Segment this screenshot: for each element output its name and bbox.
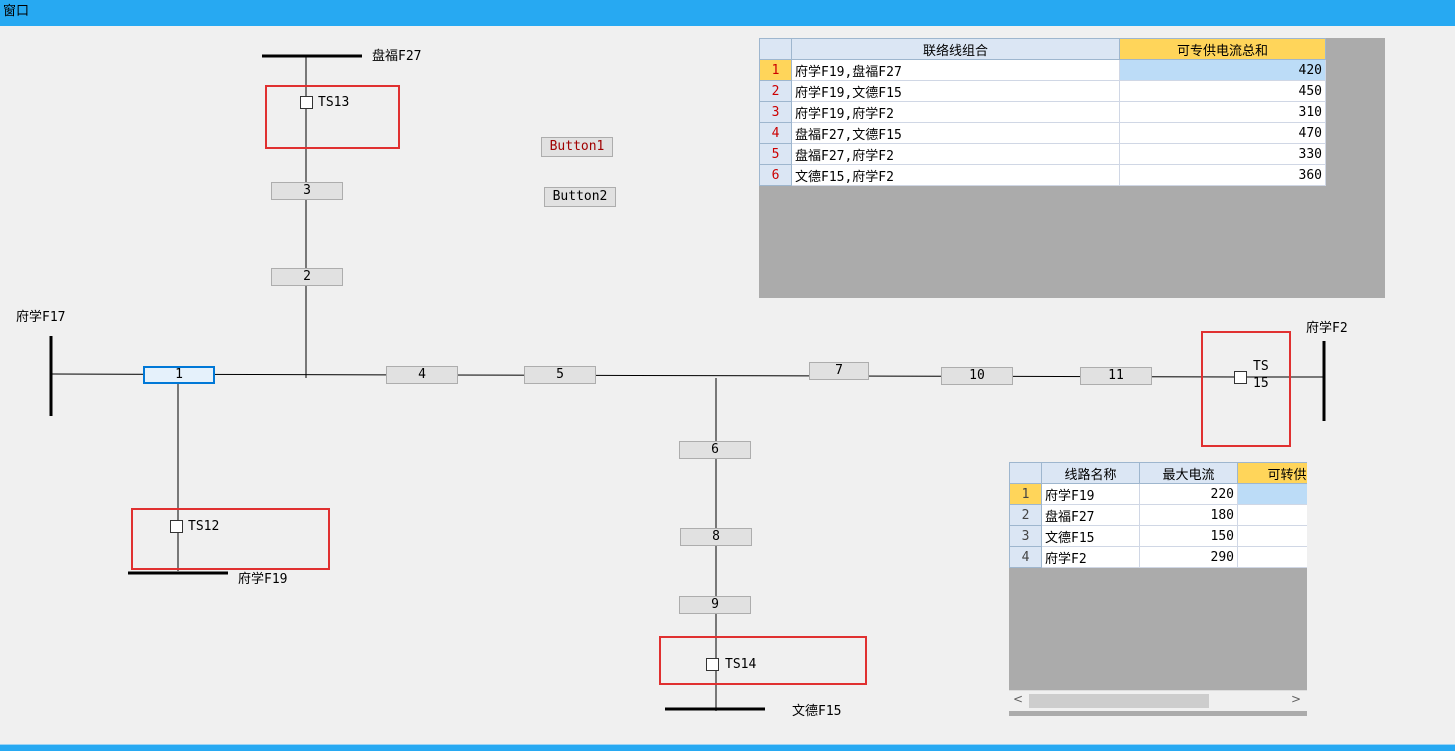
table-row[interactable]: 6 文德F15,府学F2 360 <box>759 164 1326 186</box>
switch-6[interactable]: 6 <box>679 441 751 459</box>
line-cell-transfer[interactable] <box>1237 525 1307 547</box>
line-cell-max[interactable]: 180 <box>1139 504 1238 526</box>
switch-3[interactable]: 3 <box>271 182 343 200</box>
window-bottom-border <box>0 744 1455 751</box>
table-row[interactable]: 3 府学F19,府学F2 310 <box>759 101 1326 123</box>
highlight-ts14 <box>659 636 867 685</box>
combo-col-header-name[interactable]: 联络线组合 <box>791 38 1120 60</box>
line-cell-transfer[interactable] <box>1237 504 1307 526</box>
line-cell-name[interactable]: 府学F19 <box>1041 483 1140 505</box>
line-cell-max[interactable]: 150 <box>1139 525 1238 547</box>
table-row[interactable]: 1 府学F19,盘福F27 420 <box>759 59 1326 81</box>
row-header[interactable]: 3 <box>759 101 792 123</box>
ts15-label-line2: 15 <box>1253 376 1269 391</box>
highlight-ts12 <box>131 508 330 570</box>
highlight-ts15 <box>1201 331 1291 447</box>
line-col-header-transfer[interactable]: 可转供电 <box>1237 462 1307 484</box>
combo-cell-value[interactable]: 450 <box>1119 80 1326 102</box>
switch-11[interactable]: 11 <box>1080 367 1152 385</box>
table-row[interactable]: 5 盘福F27,府学F2 330 <box>759 143 1326 165</box>
scroll-left-icon[interactable]: < <box>1013 692 1024 706</box>
switch-7[interactable]: 7 <box>809 362 869 380</box>
line-cell-name[interactable]: 文德F15 <box>1041 525 1140 547</box>
window-title: 窗口 <box>3 4 30 19</box>
label-fuxue-f19: 府学F19 <box>238 572 288 587</box>
row-header[interactable]: 1 <box>1009 483 1042 505</box>
combo-cell-name[interactable]: 盘福F27,文德F15 <box>791 122 1120 144</box>
row-header[interactable]: 5 <box>759 143 792 165</box>
line-cell-name[interactable]: 府学F2 <box>1041 546 1140 568</box>
switch-1[interactable]: 1 <box>143 366 215 384</box>
window-titlebar[interactable]: 窗口 <box>0 0 1455 26</box>
line-col-header-max[interactable]: 最大电流 <box>1139 462 1238 484</box>
row-header[interactable]: 6 <box>759 164 792 186</box>
row-header[interactable]: 4 <box>759 122 792 144</box>
scroll-right-icon[interactable]: > <box>1290 692 1301 706</box>
ts14-checkbox[interactable] <box>706 658 719 671</box>
table-row[interactable]: 2 盘福F27 180 <box>1009 504 1307 526</box>
combo-cell-name[interactable]: 盘福F27,府学F2 <box>791 143 1120 165</box>
combo-cell-value[interactable]: 420 <box>1119 59 1326 81</box>
row-header[interactable]: 4 <box>1009 546 1042 568</box>
highlight-ts13 <box>265 85 400 149</box>
combo-table-corner[interactable] <box>759 38 792 60</box>
switch-10[interactable]: 10 <box>941 367 1013 385</box>
ts12-label: TS12 <box>188 519 220 534</box>
combo-cell-name[interactable]: 文德F15,府学F2 <box>791 164 1120 186</box>
table-row[interactable]: 3 文德F15 150 <box>1009 525 1307 547</box>
combo-cell-value[interactable]: 470 <box>1119 122 1326 144</box>
row-header[interactable]: 3 <box>1009 525 1042 547</box>
combo-cell-value[interactable]: 360 <box>1119 164 1326 186</box>
table-row[interactable]: 4 盘福F27,文德F15 470 <box>759 122 1326 144</box>
ts15-checkbox[interactable] <box>1234 371 1247 384</box>
row-header[interactable]: 1 <box>759 59 792 81</box>
line-cell-max[interactable]: 290 <box>1139 546 1238 568</box>
main-feeder-line <box>51 373 1241 378</box>
combo-cell-value[interactable]: 330 <box>1119 143 1326 165</box>
button1[interactable]: Button1 <box>541 137 613 157</box>
ts12-checkbox[interactable] <box>170 520 183 533</box>
scroll-thumb[interactable] <box>1029 694 1209 708</box>
switch-4[interactable]: 4 <box>386 366 458 384</box>
ts13-label: TS13 <box>318 95 350 110</box>
combo-cell-name[interactable]: 府学F19,府学F2 <box>791 101 1120 123</box>
line-cell-transfer[interactable] <box>1237 546 1307 568</box>
label-panfu-f27: 盘福F27 <box>372 49 422 64</box>
ts14-label: TS14 <box>725 657 757 672</box>
combo-cell-value[interactable]: 310 <box>1119 101 1326 123</box>
switch-9[interactable]: 9 <box>679 596 751 614</box>
ts15-label-line1: TS <box>1253 359 1269 374</box>
diagram-canvas: 盘福F27 府学F17 府学F2 府学F19 文德F15 TS13 TS12 T… <box>0 26 1455 744</box>
switch-8[interactable]: 8 <box>680 528 752 546</box>
combo-col-header-value[interactable]: 可专供电流总和 <box>1119 38 1326 60</box>
combo-cell-name[interactable]: 府学F19,文德F15 <box>791 80 1120 102</box>
label-fuxue-f17: 府学F17 <box>16 310 66 325</box>
combo-table-grid[interactable]: 联络线组合 可专供电流总和 1 府学F19,盘福F27 420 2 府学F19,… <box>759 38 1385 298</box>
line-table-grid[interactable]: 线路名称 最大电流 可转供电 1 府学F19 220 2 盘福F27 180 3… <box>1009 462 1307 716</box>
button2[interactable]: Button2 <box>544 187 616 207</box>
switch-2[interactable]: 2 <box>271 268 343 286</box>
ts13-checkbox[interactable] <box>300 96 313 109</box>
line-cell-max[interactable]: 220 <box>1139 483 1238 505</box>
table-row[interactable]: 1 府学F19 220 <box>1009 483 1307 505</box>
line-cell-transfer[interactable] <box>1237 483 1307 505</box>
switch-5[interactable]: 5 <box>524 366 596 384</box>
line-cell-name[interactable]: 盘福F27 <box>1041 504 1140 526</box>
row-header[interactable]: 2 <box>1009 504 1042 526</box>
combo-table: 联络线组合 可专供电流总和 1 府学F19,盘福F27 420 2 府学F19,… <box>759 38 1326 186</box>
row-header[interactable]: 2 <box>759 80 792 102</box>
line-table: 线路名称 最大电流 可转供电 1 府学F19 220 2 盘福F27 180 3… <box>1009 462 1307 568</box>
label-fuxue-f2: 府学F2 <box>1306 321 1348 336</box>
line-table-corner[interactable] <box>1009 462 1042 484</box>
label-wende-f15: 文德F15 <box>792 704 842 719</box>
table-row[interactable]: 2 府学F19,文德F15 450 <box>759 80 1326 102</box>
table-row[interactable]: 4 府学F2 290 <box>1009 546 1307 568</box>
combo-cell-name[interactable]: 府学F19,盘福F27 <box>791 59 1120 81</box>
line-col-header-name[interactable]: 线路名称 <box>1041 462 1140 484</box>
line-table-hscrollbar[interactable]: < > <box>1009 690 1307 711</box>
